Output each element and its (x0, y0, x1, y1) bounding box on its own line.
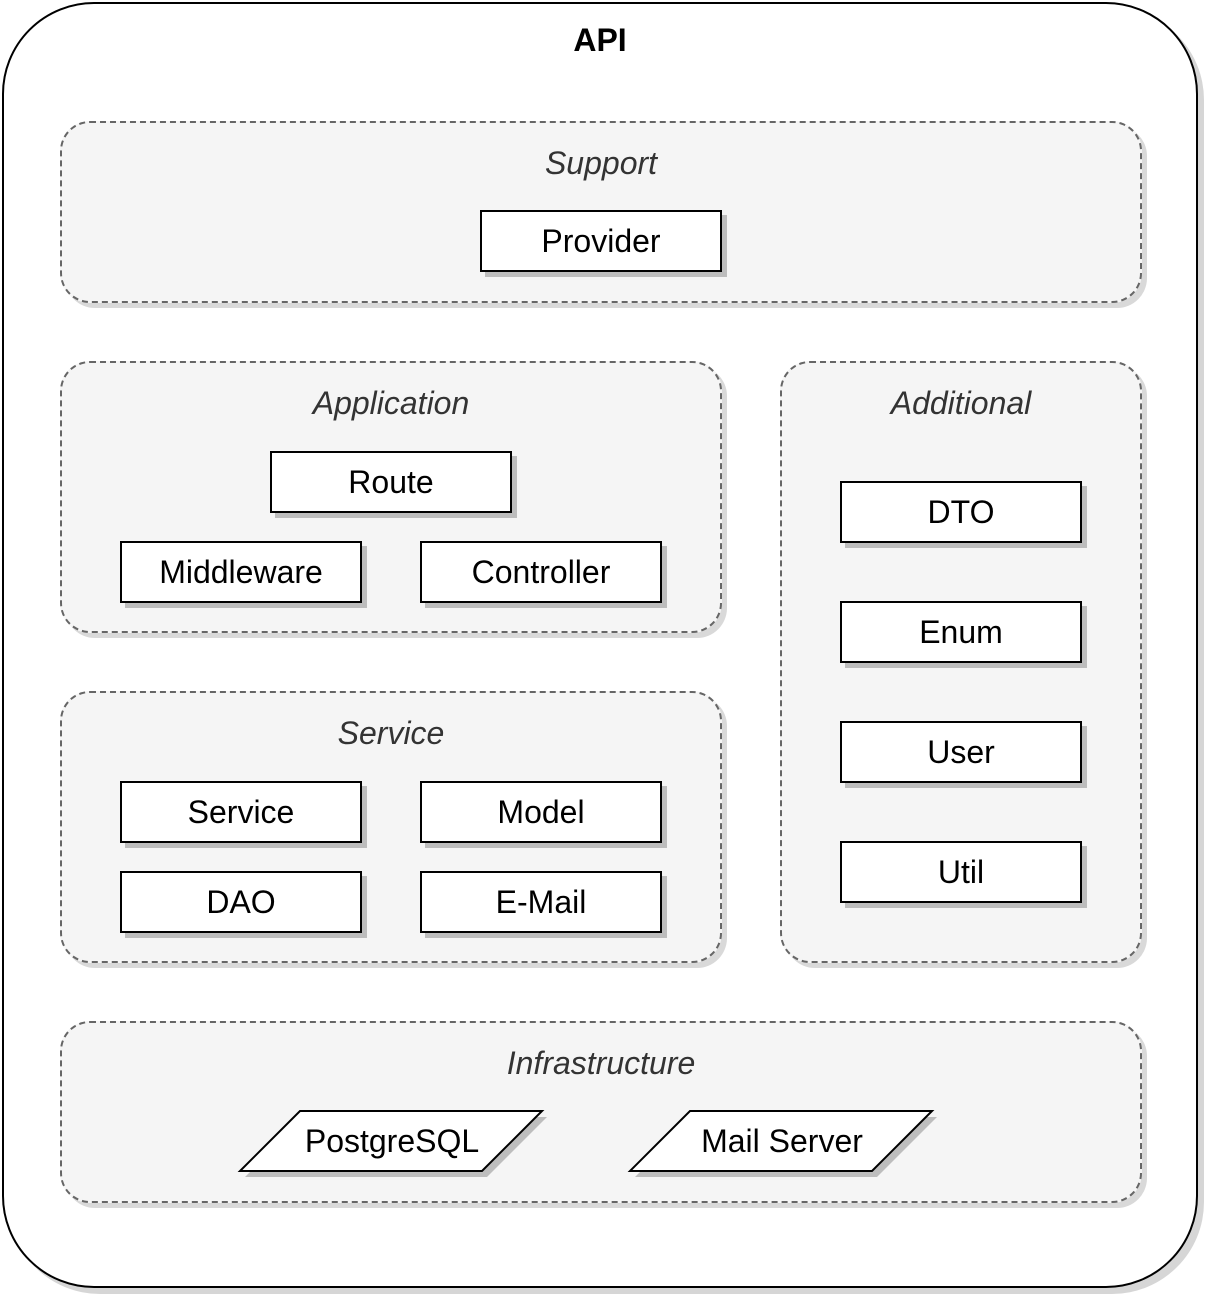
model-box: Model (420, 781, 662, 843)
mail-server-label: Mail Server (701, 1122, 863, 1159)
infrastructure-layer-title: Infrastructure (506, 1045, 696, 1081)
mail-server-node: Mail Server (627, 1110, 937, 1177)
enum-box: Enum (840, 601, 1082, 663)
mail-server-shape (627, 1110, 937, 1177)
additional-layer-title: Additional (890, 385, 1032, 421)
postgresql-shape (237, 1110, 547, 1177)
dao-box: DAO (120, 871, 362, 933)
dto-box: DTO (840, 481, 1082, 543)
util-box: Util (840, 841, 1082, 903)
application-layer-title: Application (312, 385, 470, 421)
middleware-box: Middleware (120, 541, 362, 603)
support-layer-title: Support (544, 145, 658, 181)
postgresql-label: PostgreSQL (304, 1122, 480, 1159)
email-box: E-Mail (420, 871, 662, 933)
postgresql-node: PostgreSQL (237, 1110, 547, 1177)
service-box: Service (120, 781, 362, 843)
user-box: User (840, 721, 1082, 783)
api-title: API (573, 22, 627, 58)
service-layer-title: Service (337, 715, 445, 751)
controller-box: Controller (420, 541, 662, 603)
route-box: Route (270, 451, 512, 513)
provider-box: Provider (480, 210, 722, 272)
infrastructure-layer: Infrastructure (60, 1021, 1142, 1203)
